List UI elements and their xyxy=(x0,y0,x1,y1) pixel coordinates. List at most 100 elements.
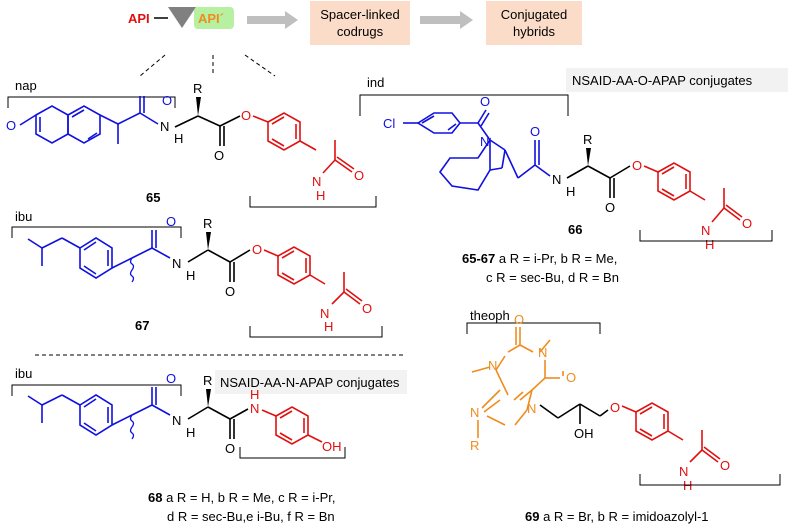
atom-OH-68: OH xyxy=(322,439,342,454)
legend-65-67-line1: 65-67 a R = i-Pr, b R = Me, xyxy=(462,251,617,266)
compound-69: theoph O N N O N N xyxy=(466,308,781,524)
step-spacer-line2: codrugs xyxy=(337,24,384,39)
atom-NH-66: N xyxy=(701,223,710,238)
legend-69-num: 69 xyxy=(525,509,539,524)
tag-n-apap-box xyxy=(215,370,407,394)
fan-dash-left xyxy=(139,54,166,77)
naproxen-fragment xyxy=(19,96,159,144)
compound-number-66: 66 xyxy=(568,222,582,237)
wedge-bond-67 xyxy=(206,232,211,250)
api-right-box xyxy=(194,7,234,29)
wedge-bond-66 xyxy=(586,148,591,166)
legend-65-67-num: 65-67 xyxy=(462,251,495,266)
atom-O-carbonyl: O xyxy=(162,93,172,108)
step-conjugated-line2: hybrids xyxy=(513,24,555,39)
atom-O-67: O xyxy=(166,214,176,229)
atom-O-link-66: O xyxy=(632,158,642,173)
ibuprofen-fragment-68 xyxy=(27,387,171,440)
compound-number-65: 65 xyxy=(146,190,160,205)
legend-69-line1: 69 a R = Br, b R = imidoazolyl-1 xyxy=(525,509,709,524)
fan-dash-right xyxy=(244,54,276,77)
atom-N: N xyxy=(160,119,169,134)
group-label-theoph: theoph xyxy=(470,308,510,323)
theophylline-fragment xyxy=(471,327,564,438)
legend-65-67-line2: c R = sec-Bu, d R = Bn xyxy=(486,270,619,285)
atom-H-67: H xyxy=(186,268,195,283)
apap-fragment-67 xyxy=(263,246,363,305)
legend-68-text1: a R = H, b R = Me, c R = i-Pr, xyxy=(162,490,335,505)
bracket-ibu-1 xyxy=(11,226,182,238)
ibuprofen-fragment-67 xyxy=(27,230,171,283)
amino-acid-linker xyxy=(174,115,241,146)
legend-68-line2: d R = sec-Bu,e i-Bu, f R = Bn xyxy=(167,509,335,524)
atom-N-indole: N xyxy=(480,134,489,149)
atom-O-link-67: O xyxy=(252,242,262,257)
atom-N-68: N xyxy=(172,413,181,428)
atom-O-link-69: O xyxy=(610,400,620,415)
atom-O-link: O xyxy=(241,108,251,123)
atom-NH-69: N xyxy=(679,464,688,479)
legend-68-num: 68 xyxy=(148,490,162,505)
bracket-ind xyxy=(359,94,569,116)
atom-O-acetyl-66: O xyxy=(742,216,752,231)
atom-O-ester-67: O xyxy=(225,284,235,299)
atom-O-ester: O xyxy=(214,148,224,163)
atom-N3-theoph: N xyxy=(538,345,547,360)
atom-R-67: R xyxy=(203,216,212,231)
wedge-bond xyxy=(196,97,201,116)
wedge-bond-68 xyxy=(206,389,211,407)
atom-H-68: H xyxy=(186,425,195,440)
tag-n-apap: NSAID-AA-N-APAP conjugates xyxy=(220,375,400,390)
bracket-aminophenol-68 xyxy=(239,447,346,459)
atom-NH: N xyxy=(312,174,321,189)
compound-67: ibu O N H R O xyxy=(11,209,383,338)
apap-fragment-69 xyxy=(621,402,721,463)
compound-68: NSAID-AA-N-APAP conjugates ibu O N H xyxy=(11,366,407,524)
atom-NH-67: N xyxy=(320,306,329,321)
bracket-apap-66 xyxy=(639,230,773,242)
atom-R-theoph: R xyxy=(470,438,479,453)
atom-H-amide-66: H xyxy=(705,237,714,252)
bracket-apap-67 xyxy=(249,326,383,338)
tag-o-apap-box xyxy=(566,68,788,92)
step-spacer-line1: Spacer-linked xyxy=(320,7,400,22)
atom-R-68: R xyxy=(203,373,212,388)
compound-number-67: 67 xyxy=(135,318,149,333)
atom-O-amide: O xyxy=(530,124,540,139)
atom-O-methoxy: O xyxy=(6,118,16,133)
arrow-1-icon xyxy=(247,11,298,29)
atom-H-amide-67: H xyxy=(324,319,333,334)
tag-o-apap: NSAID-AA-O-APAP conjugates xyxy=(572,73,753,88)
atom-H-66: H xyxy=(566,184,575,199)
atom-N-67: N xyxy=(172,256,181,271)
atom-N9-theoph: N xyxy=(470,405,479,420)
group-label-nap: nap xyxy=(15,78,37,93)
bracket-theoph xyxy=(466,322,601,334)
atom-O-theoph-right: O xyxy=(566,370,576,385)
aminophenol-fragment-68 xyxy=(261,406,323,445)
bracket-nap xyxy=(7,96,176,108)
group-label-ind: ind xyxy=(367,75,384,90)
atom-N1-theoph: N xyxy=(488,358,497,373)
atom-H-amide: H xyxy=(316,188,325,203)
hydroxypropyl-linker xyxy=(539,403,609,424)
legend-65-67-text1: a R = i-Pr, b R = Me, xyxy=(495,251,617,266)
compound-65: nap O O N H R O O xyxy=(6,78,377,208)
atom-R: R xyxy=(193,81,202,96)
indomethacin-fragment xyxy=(403,109,551,191)
atom-O-ester-66: O xyxy=(605,200,615,215)
step-conjugated-line1: Conjugated xyxy=(501,7,568,22)
legend-68-line1: 68 a R = H, b R = Me, c R = i-Pr, xyxy=(148,490,336,505)
amino-acid-linker-68 xyxy=(187,406,249,439)
atom-N-66: N xyxy=(552,172,561,187)
triangle-linker-icon xyxy=(168,7,196,28)
header-row: API API´ Spacer-linked codrugs Conjugate… xyxy=(128,1,582,77)
atom-O-theoph-top: O xyxy=(514,312,524,327)
apap-fragment xyxy=(252,112,355,174)
step-conjugated-box xyxy=(486,1,582,45)
amino-acid-linker-66 xyxy=(566,165,631,198)
group-label-ibu-2: ibu xyxy=(15,366,32,381)
atom-O-68: O xyxy=(166,371,176,386)
legend-69-text1: a R = Br, b R = imidoazolyl-1 xyxy=(539,509,708,524)
